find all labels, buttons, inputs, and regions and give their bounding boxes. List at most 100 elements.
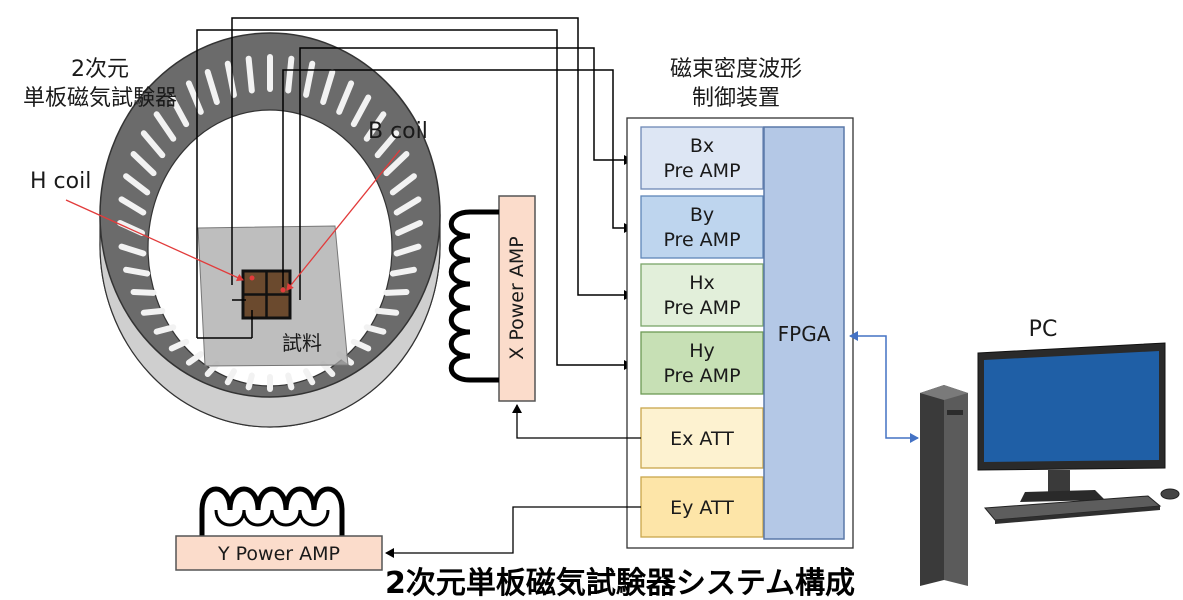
pre-amp-channel: By — [690, 204, 714, 226]
ring-slot — [303, 60, 316, 98]
x-power-amp: X Power AMP — [448, 195, 536, 402]
y-excitation-coil — [199, 486, 345, 537]
h-coil-pointer — [65, 199, 244, 282]
x-power-amp-box — [498, 195, 536, 402]
wire-bx — [299, 47, 633, 300]
attenuator-label: Ey ATT — [670, 497, 734, 519]
pre-amp-channel: Bx — [690, 135, 714, 157]
pc-keyboard — [983, 495, 1162, 524]
h-coil-label: H coil — [30, 169, 91, 194]
pre-amp-box — [640, 263, 764, 327]
pre-amp-box — [640, 331, 764, 395]
ring-slot — [118, 243, 147, 257]
ring-slot — [285, 55, 295, 94]
ring-slot — [350, 94, 372, 128]
ring-slot — [140, 130, 166, 159]
tester-label-line2: 単板磁気試験器 — [23, 86, 177, 111]
ring-slot — [168, 338, 190, 352]
ring-slot — [118, 196, 147, 216]
monitor-screen — [984, 351, 1159, 462]
pre-amp-channel: Hx — [689, 272, 715, 294]
ring-slot — [374, 130, 400, 159]
pre-amp-label: Pre AMP — [663, 297, 740, 319]
y-power-amp: Y Power AMP — [175, 486, 383, 571]
pre-amp-label: Pre AMP — [663, 365, 740, 387]
controller-label-line2: 制御装置 — [692, 86, 780, 111]
b-coil-label: B coil — [368, 119, 428, 144]
ring-slot — [224, 60, 237, 98]
ring-slot — [245, 372, 255, 391]
pre-amp-box — [640, 126, 764, 190]
ring-slot — [363, 111, 387, 142]
ring-slot — [285, 372, 295, 391]
ring-slot — [123, 266, 151, 277]
tester-label-line1: 2次元 — [71, 57, 129, 82]
ring-slot — [393, 243, 422, 257]
pc: PC — [920, 317, 1180, 586]
b-coil-pointer — [286, 149, 401, 291]
wire-by — [282, 69, 633, 287]
ring-slot — [395, 220, 423, 236]
ring-slot — [363, 324, 387, 335]
x-excitation-coil — [448, 209, 499, 383]
y-power-amp-box — [175, 535, 383, 571]
ring-slot — [383, 288, 410, 296]
wire-hy — [196, 29, 633, 370]
attenuator-ey: Ey ATT — [640, 476, 764, 538]
attenuator-label: Ex ATT — [670, 428, 734, 450]
fpga-label: FPGA — [778, 322, 831, 346]
ring-slot — [350, 338, 372, 352]
ring-slot — [153, 324, 177, 335]
ring-slot — [374, 307, 400, 316]
pc-mouse — [1160, 488, 1180, 500]
ring-slot — [168, 94, 190, 128]
ring-slot — [383, 151, 410, 177]
ring-slot — [185, 80, 204, 115]
attenuator-ex: Ex ATT — [640, 407, 764, 469]
fpga-block — [763, 126, 845, 540]
controller-label-line1: 磁束密度波形 — [670, 57, 802, 82]
pre-amp-channel: Hy — [689, 340, 715, 362]
pre-amp-label: Pre AMP — [663, 229, 740, 251]
sample-label: 試料 — [282, 331, 322, 355]
ring-slot — [336, 80, 355, 115]
fpga-pc-link — [849, 331, 919, 443]
ring-slot — [130, 151, 157, 177]
x-power-amp-label: X Power AMP — [506, 236, 528, 359]
coil-lead-wires — [196, 17, 633, 370]
ring-slot — [389, 173, 417, 196]
pre-amp-label: Pre AMP — [663, 160, 740, 182]
ring-slot — [123, 173, 151, 196]
ring-slot — [320, 69, 336, 106]
ring-slot — [153, 111, 177, 142]
pc-monitor — [977, 342, 1166, 502]
ring-slot — [130, 288, 157, 296]
attenuator-box — [640, 476, 764, 538]
diagram-caption: 2次元単板磁気試験器システム構成 — [385, 566, 855, 600]
ring-slot — [117, 220, 145, 236]
ring-slot — [204, 69, 220, 106]
ring-slot — [140, 307, 166, 316]
ring-slot — [303, 368, 316, 386]
pc-label: PC — [1029, 317, 1058, 342]
attenuator-stack: Ex ATT Ey ATT — [640, 407, 764, 538]
wire-hx — [231, 17, 633, 300]
pre-amp-box — [640, 195, 764, 259]
ey-att-to-y-amp — [385, 506, 641, 558]
ring-slots — [117, 54, 423, 392]
ring-slot — [393, 196, 422, 216]
pc-tower — [920, 385, 968, 586]
ring-slot — [224, 368, 237, 386]
attenuator-box — [640, 407, 764, 469]
ring-slot — [185, 351, 204, 366]
ex-att-to-x-amp — [512, 404, 641, 439]
ring-slot — [389, 266, 417, 277]
ring-slot — [245, 55, 255, 94]
y-power-amp-label: Y Power AMP — [217, 543, 340, 565]
